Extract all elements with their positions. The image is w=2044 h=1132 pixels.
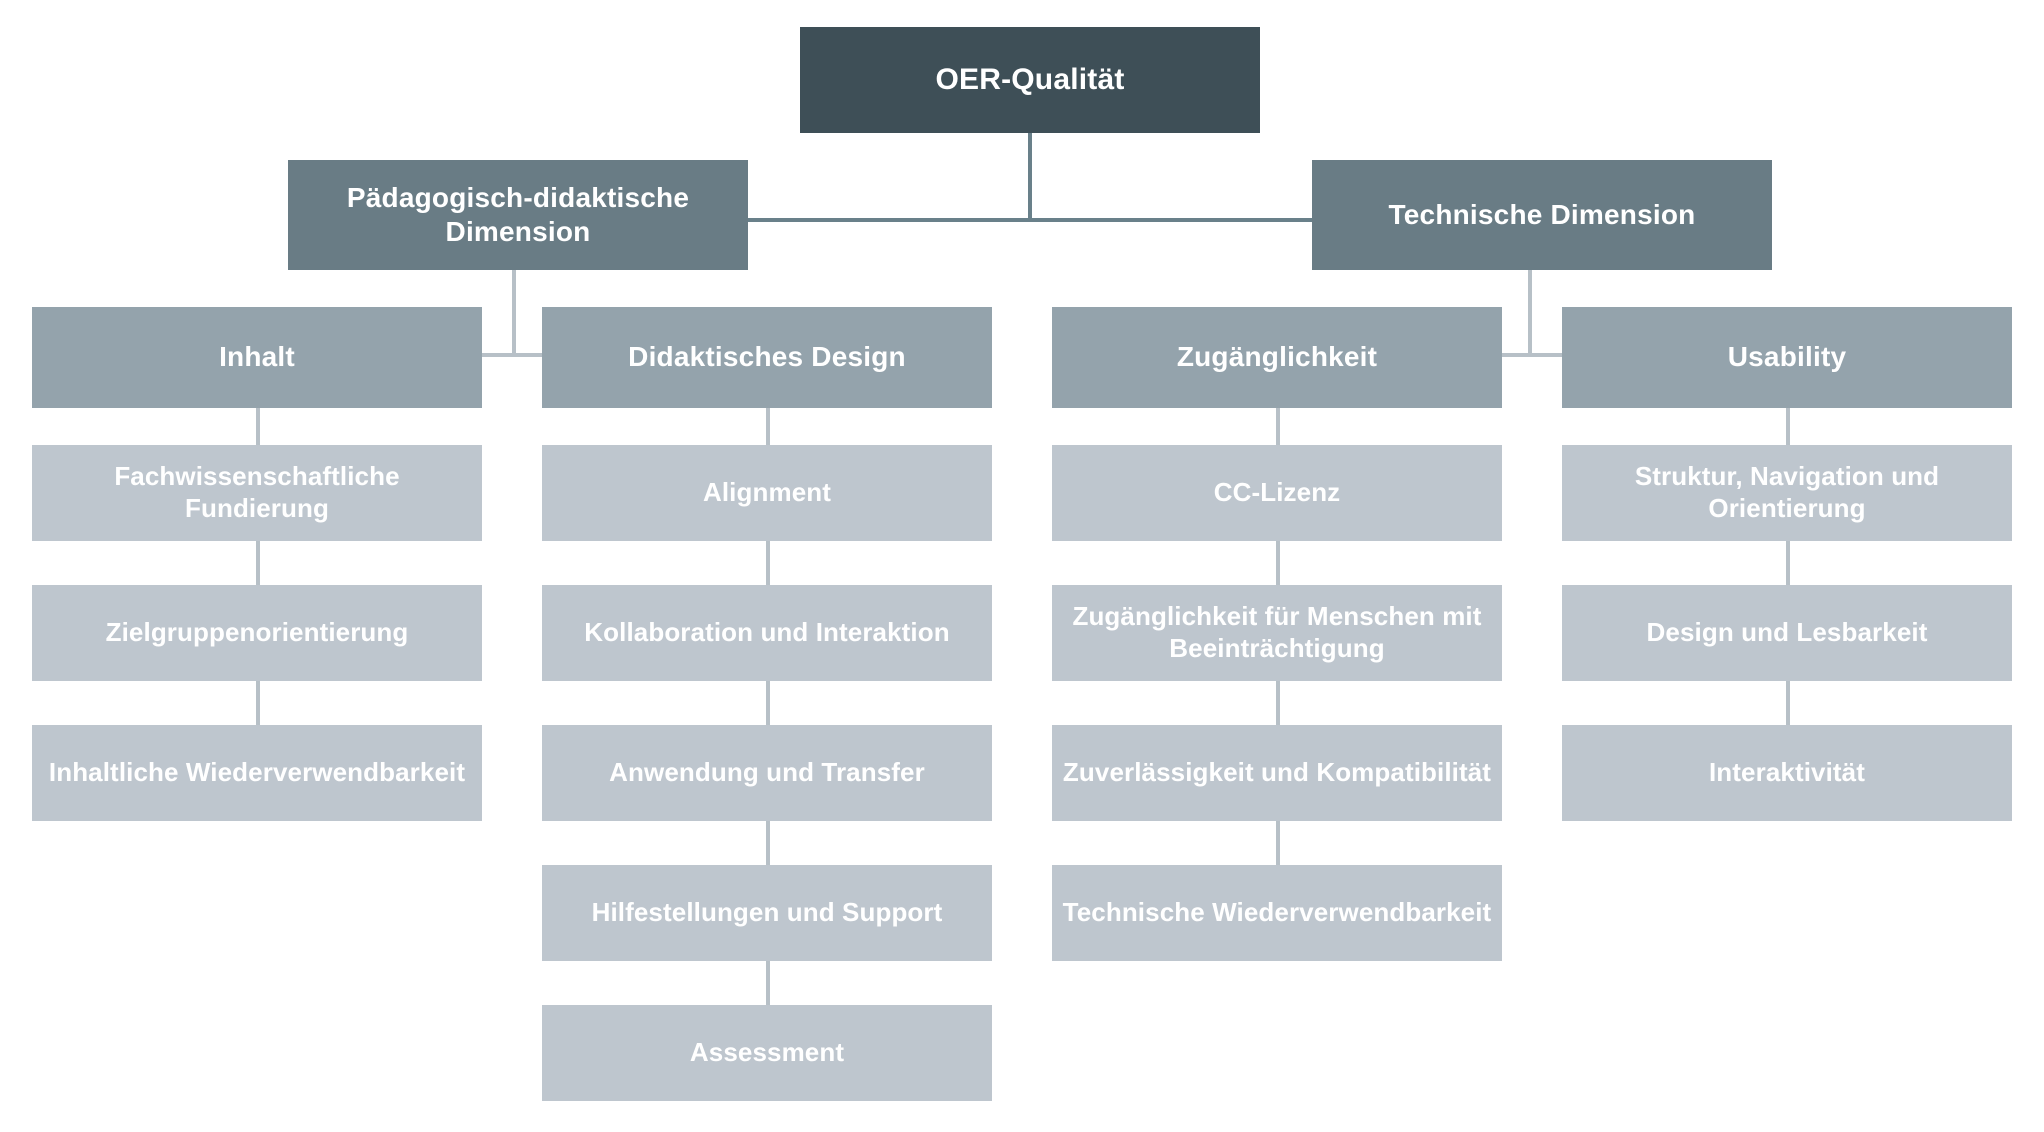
node-leaf-zugaenglichkeit-2[interactable]: Zugänglichkeit für Menschen mit Beeinträ… — [1052, 585, 1502, 681]
node-dimension-paedagogisch-didaktisch[interactable]: Pädagogisch-didaktische Dimension — [288, 160, 748, 270]
node-category-inhalt[interactable]: Inhalt — [32, 307, 482, 408]
connector-column-spine-usability — [1786, 408, 1790, 733]
node-leaf-didaktisches-design-2[interactable]: Kollaboration und Interaktion — [542, 585, 992, 681]
node-leaf-inhalt-2[interactable]: Zielgruppenorientierung — [32, 585, 482, 681]
connector-right-category-bar — [1274, 353, 1786, 357]
connector-right-dimension-stem — [1528, 270, 1532, 355]
node-category-usability[interactable]: Usability — [1562, 307, 2012, 408]
node-leaf-didaktisches-design-3[interactable]: Anwendung und Transfer — [542, 725, 992, 821]
connector-column-spine-didaktisches-design — [766, 408, 770, 1013]
connector-column-spine-inhalt — [256, 408, 260, 733]
node-leaf-zugaenglichkeit-1[interactable]: CC-Lizenz — [1052, 445, 1502, 541]
node-leaf-usability-3[interactable]: Interaktivität — [1562, 725, 2012, 821]
node-leaf-didaktisches-design-1[interactable]: Alignment — [542, 445, 992, 541]
node-category-zugaenglichkeit[interactable]: Zugänglichkeit — [1052, 307, 1502, 408]
node-leaf-usability-1[interactable]: Struktur, Navigation und Orientierung — [1562, 445, 2012, 541]
node-leaf-didaktisches-design-4[interactable]: Hilfestellungen und Support — [542, 865, 992, 961]
connector-left-category-bar — [258, 353, 770, 357]
node-leaf-inhalt-3[interactable]: Inhaltliche Wiederverwendbarkeit — [32, 725, 482, 821]
node-leaf-zugaenglichkeit-4[interactable]: Technische Wiederverwendbarkeit — [1052, 865, 1502, 961]
connector-root-stem — [1028, 133, 1032, 222]
node-dimension-technisch[interactable]: Technische Dimension — [1312, 160, 1772, 270]
node-root-oer-qualitaet[interactable]: OER-Qualität — [800, 27, 1260, 133]
node-leaf-zugaenglichkeit-3[interactable]: Zuverlässigkeit und Kompatibilität — [1052, 725, 1502, 821]
connector-left-dimension-stem — [512, 270, 516, 355]
node-leaf-usability-2[interactable]: Design und Lesbarkeit — [1562, 585, 2012, 681]
node-leaf-inhalt-1[interactable]: Fachwissenschaftliche Fundierung — [32, 445, 482, 541]
node-leaf-didaktisches-design-5[interactable]: Assessment — [542, 1005, 992, 1101]
connector-dimension-bar — [734, 218, 1326, 222]
node-category-didaktisches-design[interactable]: Didaktisches Design — [542, 307, 992, 408]
